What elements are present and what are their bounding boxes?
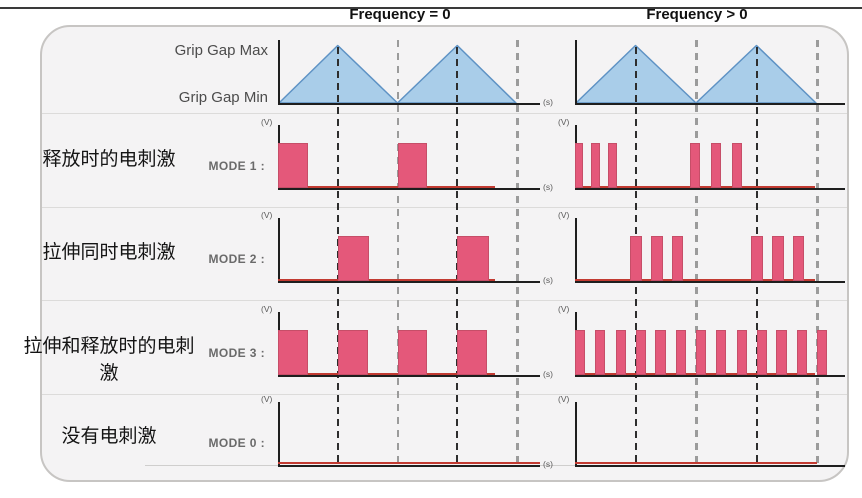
- stimulation-pulse: [751, 236, 763, 281]
- cycle-boundary-dashed-line: [516, 40, 519, 466]
- time-unit-label: (s): [543, 182, 553, 192]
- column-header-frequency-positive: Frequency > 0: [646, 6, 748, 23]
- stimulation-pulse: [630, 236, 642, 281]
- stimulation-pulse: [397, 330, 428, 375]
- mode-axis-y: [575, 218, 577, 281]
- voltage-unit-label: (V): [558, 304, 570, 314]
- mode-axis-x: [278, 375, 540, 377]
- stimulation-pulse: [337, 236, 370, 281]
- mode3-description-cn: 拉伸和释放时的电刺激: [23, 336, 195, 384]
- stimulation-pulse: [715, 330, 727, 375]
- row-separator: [42, 207, 847, 208]
- mode2-label: MODE 2 :: [208, 252, 265, 266]
- mode-axis-x: [278, 281, 540, 283]
- stimulation-pulse: [278, 143, 308, 188]
- stimulation-pulse: [676, 330, 687, 375]
- mode0-description-cn: 没有电刺激: [61, 426, 157, 447]
- zero-voltage-line: [278, 373, 496, 375]
- mode-axis-x: [278, 188, 540, 190]
- voltage-unit-label: (V): [261, 394, 273, 404]
- stimulation-pulse: [590, 143, 600, 188]
- row-separator: [42, 394, 847, 395]
- voltage-unit-label: (V): [261, 304, 273, 314]
- voltage-unit-label: (V): [261, 117, 273, 127]
- grip-axis-y-freqpos: [575, 40, 577, 103]
- grip-axis-x-freqpos: [575, 103, 845, 105]
- stimulation-pulse: [575, 143, 584, 188]
- column-header-frequency-zero: Frequency = 0: [349, 6, 451, 23]
- stimulation-pulse: [797, 330, 808, 375]
- mode1-label: MODE 1 :: [208, 159, 265, 173]
- grip-gap-max-label: Grip Gap Max: [174, 42, 268, 59]
- zero-voltage-line: [278, 279, 496, 281]
- row-separator: [42, 300, 847, 301]
- stimulation-pulse: [651, 236, 663, 281]
- time-unit-label: (s): [543, 97, 553, 107]
- stimulation-pulse: [594, 330, 606, 375]
- cycle-boundary-dashed-line: [816, 40, 819, 466]
- voltage-unit-label: (V): [558, 117, 570, 127]
- stimulation-pulse: [772, 236, 784, 281]
- stimulation-pulse: [278, 330, 308, 375]
- grip-gap-min-label: Grip Gap Min: [178, 89, 268, 106]
- stimulation-pulse: [337, 330, 368, 375]
- stimulation-pulse: [615, 330, 626, 375]
- stimulation-pulse: [457, 330, 488, 375]
- time-unit-label: (s): [543, 459, 553, 469]
- zero-voltage-line: [278, 186, 496, 188]
- stimulation-pulse: [575, 330, 586, 375]
- mode-axis-y: [278, 402, 280, 465]
- cycle-boundary-dashed-line: [396, 40, 399, 466]
- mode-axis-x: [575, 375, 845, 377]
- stimulation-pulse: [732, 143, 742, 188]
- stimulation-pulse: [608, 143, 618, 188]
- top-divider-line: [0, 7, 862, 9]
- mode-axis-x: [575, 281, 845, 283]
- stimulation-pulse: [711, 143, 721, 188]
- mode1-description-cn: 释放时的电刺激: [42, 149, 176, 170]
- voltage-unit-label: (V): [261, 210, 273, 220]
- stimulation-pulse: [689, 143, 700, 188]
- stimulation-pulse: [671, 236, 684, 281]
- mode0-label: MODE 0 :: [208, 436, 265, 450]
- zero-voltage-line: [575, 373, 816, 375]
- grip-axis-x-freq0: [278, 103, 540, 105]
- stimulation-pulse: [756, 330, 767, 375]
- voltage-unit-label: (V): [558, 210, 570, 220]
- cycle-boundary-dashed-line: [695, 40, 698, 466]
- mode2-description-cn: 拉伸同时电刺激: [42, 242, 176, 263]
- stimulation-pulse: [457, 236, 489, 281]
- voltage-unit-label: (V): [558, 394, 570, 404]
- stimulation-pulse: [655, 330, 666, 375]
- mode-axis-x: [575, 188, 845, 190]
- stimulation-pulse: [817, 330, 828, 375]
- time-unit-label: (s): [543, 369, 553, 379]
- stimulation-pulse: [397, 143, 428, 188]
- stimulation-pulse: [696, 330, 707, 375]
- stimulation-pulse: [792, 236, 805, 281]
- mode-axis-y: [278, 218, 280, 281]
- zero-voltage-line: [575, 462, 817, 464]
- mode-axis-x: [278, 465, 540, 467]
- mode3-label: MODE 3 :: [208, 346, 265, 360]
- zero-voltage-line: [575, 279, 816, 281]
- zero-voltage-line: [278, 462, 540, 464]
- mode-axis-y: [575, 402, 577, 465]
- row-separator: [42, 113, 847, 114]
- stimulation-pulse: [776, 330, 787, 375]
- mode-axis-x: [575, 465, 845, 467]
- stimulation-pulse: [736, 330, 747, 375]
- grip-axis-y-freq0: [278, 40, 280, 103]
- time-unit-label: (s): [543, 275, 553, 285]
- stimulation-pulse: [635, 330, 646, 375]
